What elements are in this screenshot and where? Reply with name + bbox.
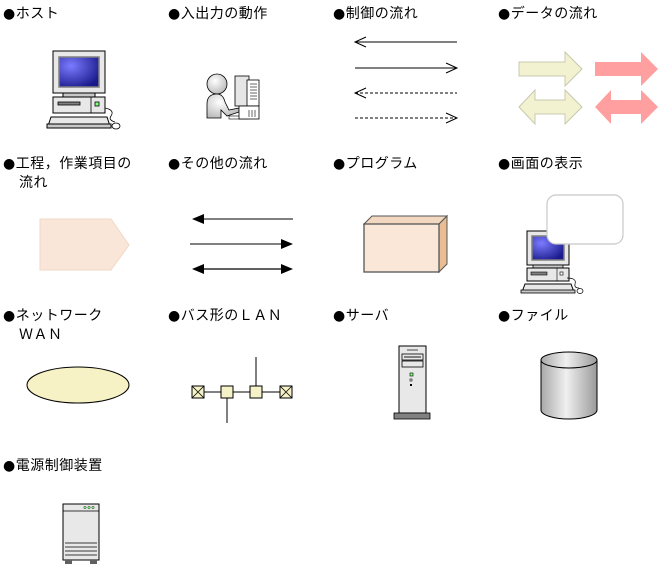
file-label: ●ファイル [498,308,569,324]
person-at-computer-icon [203,72,283,122]
bus-lan-label: ●バス形のＬＡＮ [168,308,283,324]
open-arrows-icon [352,34,462,124]
server-label: ●サーバ [333,308,390,324]
block-arrows-icon [515,50,661,125]
legend-host: ●ホスト [0,0,165,140]
bus-lan-icon [190,357,295,425]
control-flow-label: ●制御の流れ [333,6,419,22]
process-flow-label-line1: ●工程，作業項目の [3,156,132,172]
legend-data-flow: ●データの流れ [495,0,661,140]
program-label: ●プログラム [333,156,418,172]
legend-other-flow: ●その他の流れ [165,150,330,290]
network-wan-label-line2: ＷＡＮ [19,327,63,343]
box-3d-icon [363,212,449,274]
screen-display-label: ●画面の表示 [498,156,584,172]
power-control-label: ●電源制御装置 [3,458,103,474]
legend-program: ●プログラム [330,150,495,290]
tower-server-icon [393,345,433,421]
ellipse-icon [25,365,131,405]
legend-io-operation: ●入出力の動作 [165,0,330,140]
legend-screen-display: ●画面の表示 [495,150,661,295]
legend-control-flow: ●制御の流れ [330,0,495,140]
io-operation-label: ●入出力の動作 [168,6,268,22]
network-wan-label-line1: ●ネットワーク [3,308,103,324]
filled-arrows-icon [190,210,295,278]
legend-file: ●ファイル [495,302,661,432]
cylinder-icon [539,350,599,422]
legend-bus-lan: ●バス形のＬＡＮ [165,302,330,432]
legend-network-wan: ●ネットワーク ＷＡＮ [0,302,165,432]
legend-power-control: ●電源制御装置 [0,452,165,572]
pentagon-arrow-icon [39,218,131,272]
host-label: ●ホスト [3,6,60,22]
desktop-computer-icon [45,50,125,130]
legend-server: ●サーバ [330,302,495,432]
process-flow-label-line2: 流れ [19,175,48,191]
other-flow-label: ●その他の流れ [168,156,268,172]
legend-process-flow: ●工程，作業項目の 流れ [0,150,165,290]
computer-with-balloon-icon [519,194,631,294]
data-flow-label: ●データの流れ [498,6,598,22]
power-control-unit-icon [61,503,101,567]
